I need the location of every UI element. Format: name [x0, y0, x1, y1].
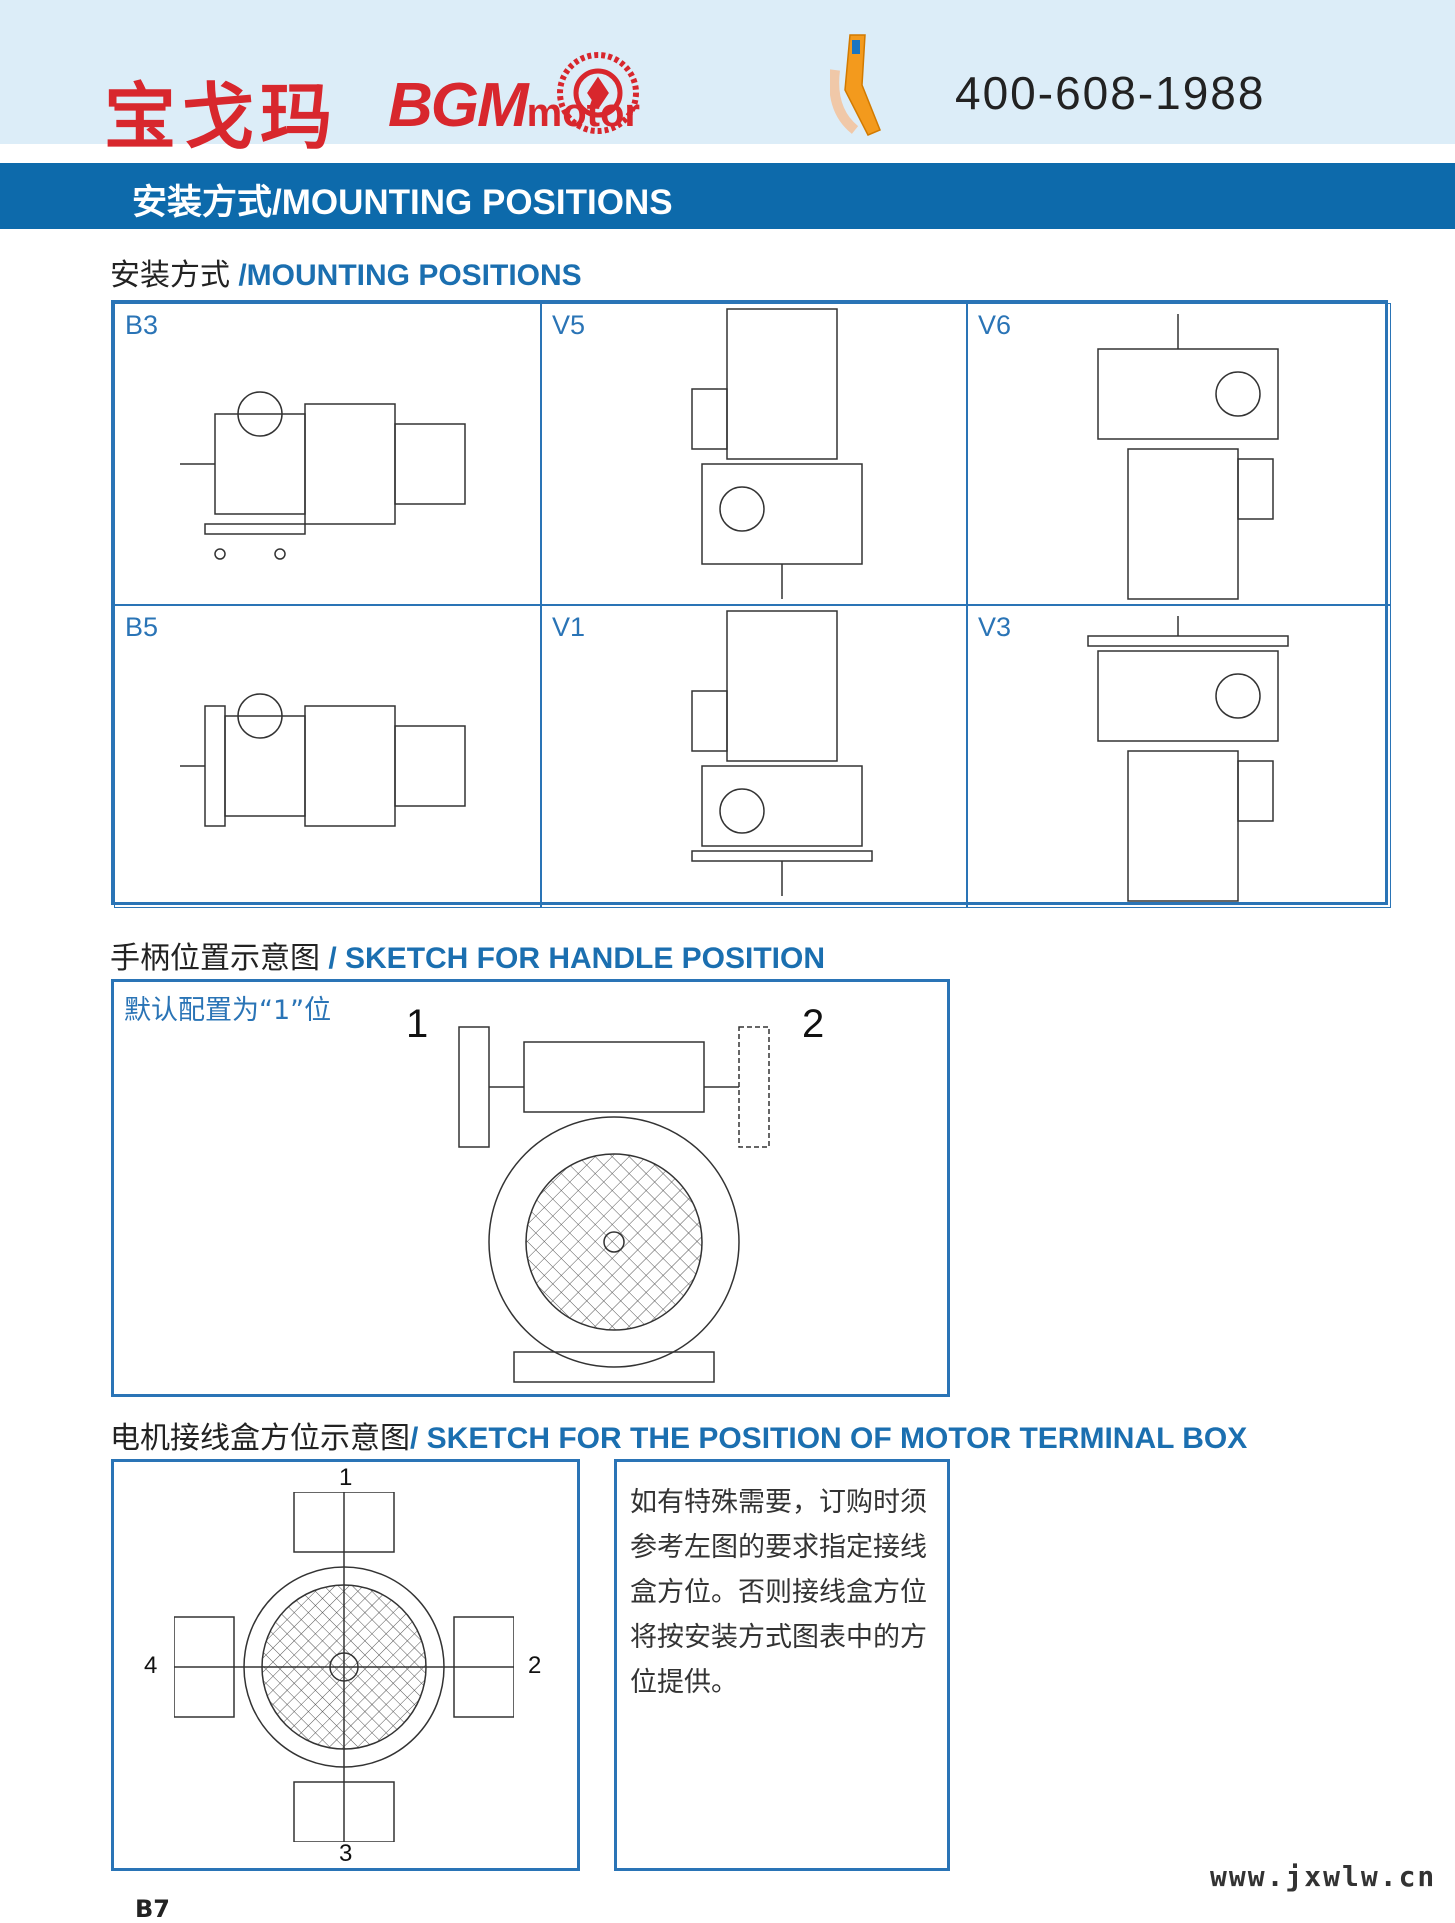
mounting-heading: 安装方式 /MOUNTING POSITIONS: [110, 250, 582, 294]
heading-cn: 安装方式: [110, 259, 239, 292]
terminal-note-box: [614, 1459, 950, 1871]
banner-title: 安装方式/MOUNTING POSITIONS: [132, 183, 673, 222]
motor-drawing-v5: [691, 308, 863, 599]
brand-en: BGM: [388, 71, 529, 140]
motor-drawing-b3: [180, 391, 466, 560]
position-label: B5: [125, 612, 159, 642]
terminal-box-drawing: [174, 1492, 514, 1842]
position-label: V5: [552, 310, 586, 340]
title-banner: [0, 163, 1455, 229]
position-label: V3: [978, 612, 1012, 642]
header-band: [0, 0, 1455, 144]
heading-cn: 手柄位置示意图: [110, 942, 320, 975]
phone-number: 400-608-1988: [955, 67, 1266, 119]
heading-en: /MOUNTING POSITIONS: [238, 259, 582, 292]
position-label: V6: [978, 310, 1012, 340]
brand-emblem-icon: [557, 52, 639, 134]
motor-drawing-v3: [1087, 616, 1289, 902]
handle-position-2: 2: [802, 1002, 825, 1046]
website: www.jxwlw.cn: [1210, 1860, 1437, 1893]
position-v3: V3: [967, 605, 1391, 908]
terminal-position-1: 1: [339, 1464, 353, 1491]
heading-en: / SKETCH FOR HANDLE POSITION: [320, 942, 826, 975]
position-b3: B3: [114, 303, 541, 605]
heading-en: / SKETCH FOR THE POSITION OF MOTOR TERMI…: [410, 1422, 1248, 1455]
position-label: V1: [552, 612, 586, 642]
position-v5: V5: [541, 303, 967, 605]
terminal-heading: 电机接线盒方位示意图/ SKETCH FOR THE POSITION OF M…: [110, 1413, 1247, 1457]
motor-drawing-v6: [1097, 314, 1279, 600]
terminal-position-4: 4: [144, 1652, 158, 1679]
handle-position-drawing: [458, 1026, 770, 1383]
terminal-position-3: 3: [339, 1840, 353, 1867]
heading-cn: 电机接线盒方位示意图: [110, 1422, 410, 1455]
phone-handset-icon: [830, 34, 881, 136]
position-b5: B5: [114, 605, 541, 908]
page-number: B7: [135, 1895, 170, 1923]
terminal-note: 如有特殊需要，订购时须参考左图的要求指定接线盒方位。否则接线盒方位将按安装方式图…: [630, 1487, 927, 1698]
handle-sketch-box: 默认配置为“1”位 1 2: [111, 979, 950, 1397]
terminal-sketch-box: 1 2 3 4: [111, 1459, 580, 1871]
position-label: B3: [125, 310, 159, 340]
motor-drawing-v1: [691, 610, 873, 896]
motor-drawing-b5: [180, 693, 466, 827]
default-note: 默认配置为“1”位: [124, 995, 332, 1026]
brand-logo-en: BGMmotor: [388, 70, 640, 141]
mounting-grid: B3 V5 V6 B5 V1 V3: [111, 300, 1391, 908]
brand-logo-cn: 宝戈玛: [104, 75, 339, 159]
handle-position-1: 1: [406, 1002, 429, 1046]
terminal-position-2: 2: [528, 1652, 542, 1679]
handle-heading: 手柄位置示意图 / SKETCH FOR HANDLE POSITION: [110, 933, 825, 977]
position-v1: V1: [541, 605, 967, 908]
position-v6: V6: [967, 303, 1391, 605]
